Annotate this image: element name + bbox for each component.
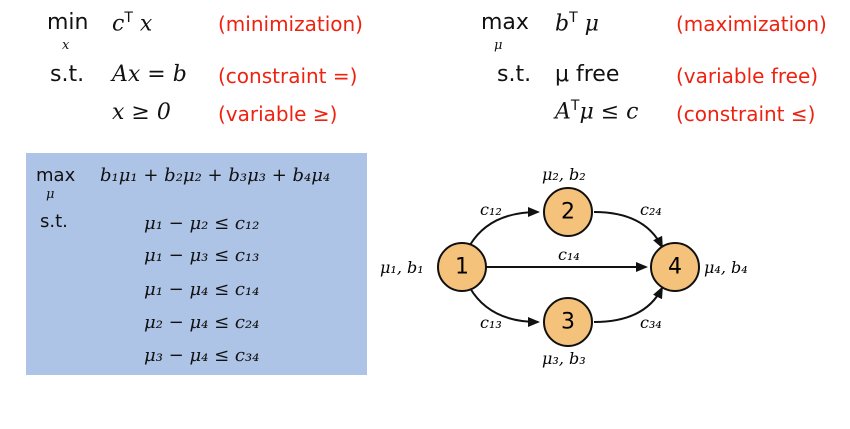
lp-constraint: μ₁ − μ₃ ≤ c₁₃ (144, 245, 260, 266)
dual-constraint: ATμ ≤ c (555, 98, 639, 125)
dual-objective-note: (maximization) (676, 12, 827, 36)
lp-objective: b₁μ₁ + b₂μ₂ + b₃μ₃ + b₄μ₄ (100, 165, 331, 186)
primal-variable-note: (variable ≥) (218, 102, 338, 126)
lp-formulation-box: max μ b₁μ₁ + b₂μ₂ + b₃μ₃ + b₄μ₄ s.t. μ₁ … (26, 153, 367, 375)
primal-constraint-note: (constraint =) (218, 64, 358, 88)
node-4-annotation: μ₄, b₄ (704, 258, 748, 277)
primal-st-label: s.t. (50, 62, 85, 87)
dual-variable: μ free (555, 62, 620, 87)
edge-2-4 (593, 211, 663, 249)
lp-constraint: μ₁ − μ₄ ≤ c₁₄ (144, 279, 260, 300)
edge-label-1-2: c₁₂ (480, 200, 502, 219)
node-3-label: 3 (561, 310, 575, 335)
lp-st-label: s.t. (40, 211, 68, 232)
edge-label-2-4: c₂₄ (640, 200, 662, 219)
node-1-annotation: μ₁, b₁ (380, 258, 424, 277)
node-2-label: 2 (561, 200, 575, 225)
primal-objective-note: (minimization) (218, 12, 363, 36)
node-1-label: 1 (455, 255, 469, 280)
edge-1-3 (469, 287, 540, 327)
node-1: 1 (437, 242, 487, 292)
dual-objective: bT μ (555, 10, 599, 37)
dual-max-subscript: μ (494, 38, 503, 53)
edge-label-1-4: c₁₄ (558, 245, 580, 264)
lp-max-subscript: μ (46, 187, 55, 202)
edge-label-1-3: c₁₃ (480, 313, 502, 332)
lp-max-operator: max (36, 165, 76, 186)
primal-min-subscript: x (62, 38, 70, 53)
edge-3-4 (593, 286, 663, 323)
dual-constraint-note: (constraint ≤) (676, 102, 816, 126)
lp-constraint: μ₃ − μ₄ ≤ c₃₄ (144, 345, 260, 366)
node-3-annotation: μ₃, b₃ (542, 349, 586, 368)
dual-st-label: s.t. (497, 62, 532, 87)
node-2-annotation: μ₂, b₂ (542, 165, 586, 184)
primal-variable: x ≥ 0 (112, 100, 171, 125)
node-4-label: 4 (668, 255, 682, 280)
primal-objective: cT x (112, 10, 153, 37)
lp-constraint: μ₂ − μ₄ ≤ c₂₄ (144, 312, 260, 333)
node-4: 4 (650, 242, 700, 292)
network-graph: c₁₂ c₁₃ c₁₄ c₂₄ c₃₄ 1 2 3 4 μ₁, b₁ μ₂, b… (380, 165, 748, 368)
edge-1-2 (469, 207, 540, 246)
node-2: 2 (543, 187, 593, 237)
edge-label-3-4: c₃₄ (640, 313, 662, 332)
dual-max-operator: max (481, 10, 529, 35)
dual-variable-note: (variable free) (676, 64, 819, 88)
primal-min-operator: min (47, 10, 89, 35)
lp-constraint: μ₁ − μ₂ ≤ c₁₂ (144, 213, 260, 234)
node-3: 3 (543, 297, 593, 347)
primal-constraint: Ax = b (112, 62, 187, 87)
